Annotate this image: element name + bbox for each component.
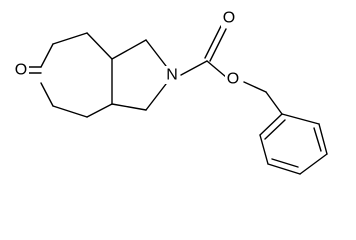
bond-c1-c2 <box>52 32 88 45</box>
ester-oxygen-label: O <box>227 71 239 88</box>
bond-c5-ketone <box>40 82 54 107</box>
pyrrolidine-ring <box>111 39 167 111</box>
bond-carbonyl-o-1 <box>204 25 222 59</box>
phenyl-ring <box>259 91 328 175</box>
cyclopentanone-ring <box>40 32 113 118</box>
bond-ester-o-ch2 <box>243 81 267 93</box>
phenyl-inner-3 <box>313 127 322 152</box>
bond-carbonyl-o-2 <box>209 28 227 62</box>
bond-n-carbonyl <box>180 60 208 76</box>
phenyl-bond-6 <box>281 113 320 125</box>
carbonyl-oxygen-label: O <box>223 10 235 27</box>
bond-carbonyl-ester-o <box>206 60 227 78</box>
bond-c4-c5 <box>86 103 113 118</box>
molecule-drawing: O N O O <box>13 9 328 175</box>
ring-nitrogen-label: N <box>166 67 178 84</box>
structure-diagram: O N O O <box>13 9 328 175</box>
bond-n-cn-bottom <box>145 83 167 111</box>
atom-labels: O N O O <box>13 9 241 88</box>
bond-c2-c3 <box>86 32 113 60</box>
bond-c3-cn-top <box>111 39 147 60</box>
bond-c5-c1 <box>52 105 88 118</box>
phenyl-bond-2 <box>259 134 269 165</box>
phenyl-bond-1 <box>259 113 283 136</box>
phenyl-bond-5 <box>318 123 328 155</box>
bond-cn-bottom-c4 <box>111 103 147 111</box>
phenyl-inner-1 <box>264 119 286 140</box>
ketone-oxygen-label: O <box>15 62 27 79</box>
carbamate-group <box>180 25 267 93</box>
bond-cn-top-n <box>145 39 167 67</box>
phenyl-bond-4 <box>299 153 328 175</box>
bond-c1-ketone <box>40 43 54 68</box>
phenyl-bond-3 <box>267 163 301 175</box>
phenyl-inner-2 <box>271 158 299 168</box>
bond-ch2-phenyl <box>265 91 283 115</box>
